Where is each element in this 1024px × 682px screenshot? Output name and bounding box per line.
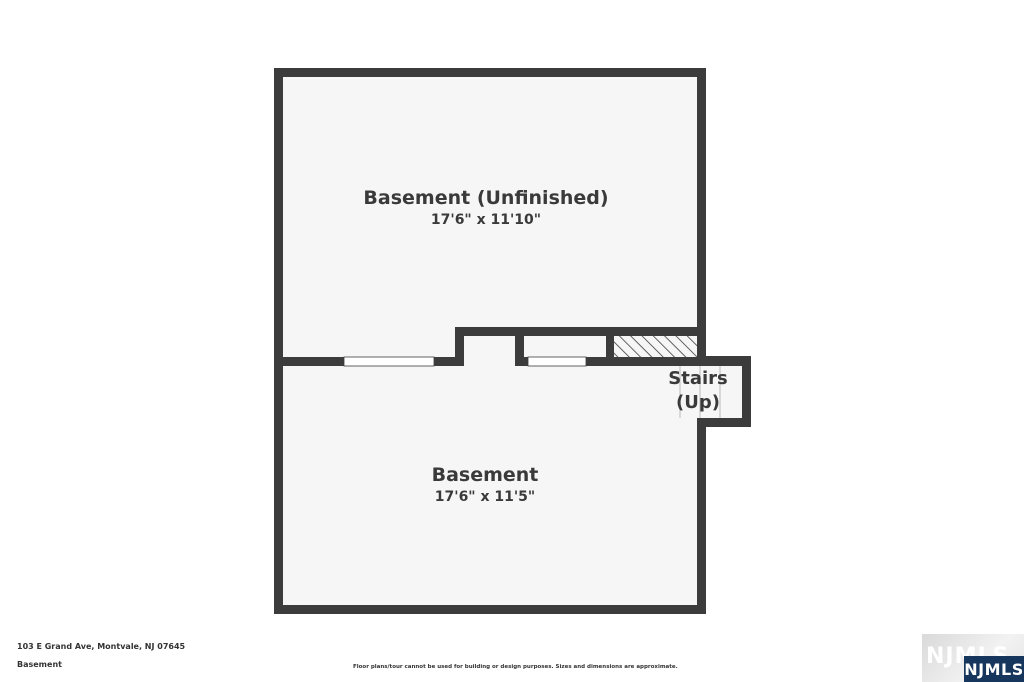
room-upper-name: Basement (Unfinished) <box>363 187 608 209</box>
room-lower-floor <box>283 366 697 605</box>
property-address: 103 E Grand Ave, Montvale, NJ 07645 <box>17 642 186 651</box>
njmls-logo: NJMLS <box>964 656 1024 682</box>
stairs-label-line2: (Up) <box>676 392 720 413</box>
room-upper-floor <box>283 77 697 357</box>
passage-opening <box>464 336 515 366</box>
room-upper-dimensions: 17'6" x 11'10" <box>431 212 541 228</box>
stairs-label-line1: Stairs <box>668 368 727 389</box>
closet-niche <box>524 336 606 357</box>
room-lower-dimensions: 17'6" x 11'5" <box>435 489 535 505</box>
floor-name: Basement <box>17 660 62 669</box>
disclaimer-text: Floor plans/tour cannot be used for buil… <box>353 664 678 670</box>
room-lower-name: Basement <box>432 464 539 486</box>
hatched-area <box>614 336 697 357</box>
wall-opening-right <box>527 356 587 367</box>
wall-opening-left <box>343 356 435 367</box>
